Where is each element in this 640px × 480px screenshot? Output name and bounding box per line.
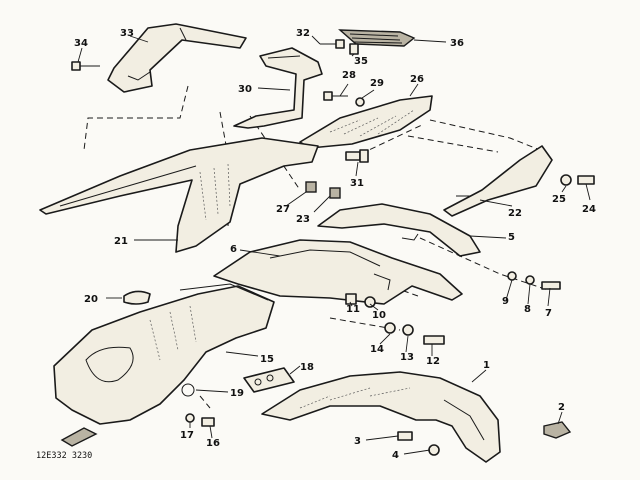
part-number-8: 8 xyxy=(524,304,531,315)
part-number-34: 34 xyxy=(74,38,88,49)
fender-inner-part xyxy=(213,239,463,305)
part-number-5: 5 xyxy=(508,232,515,243)
part-number-9: 9 xyxy=(502,296,509,307)
part-number-33: 33 xyxy=(120,28,134,39)
part-number-15: 15 xyxy=(260,354,274,365)
part-number-35: 35 xyxy=(354,56,368,67)
part-number-19: 19 xyxy=(230,388,244,399)
grab-bar-part xyxy=(107,23,247,93)
part-number-11: 11 xyxy=(346,304,360,315)
part-number-2: 2 xyxy=(558,402,565,413)
part-number-13: 13 xyxy=(400,352,414,363)
part-number-36: 36 xyxy=(450,38,464,49)
part-number-24: 24 xyxy=(582,204,596,215)
part-number-30: 30 xyxy=(238,84,252,95)
part-number-6: 6 xyxy=(230,244,237,255)
part-number-16: 16 xyxy=(206,438,220,449)
side-bracket-part xyxy=(443,145,553,217)
part-number-12: 12 xyxy=(426,356,440,367)
part-number-27: 27 xyxy=(276,204,290,215)
leader-lines xyxy=(77,35,591,455)
mounting-plate-part xyxy=(243,367,295,393)
part-number-4: 4 xyxy=(392,450,399,461)
part-number-29: 29 xyxy=(370,78,384,89)
part-number-22: 22 xyxy=(508,208,522,219)
front-fender-part xyxy=(261,371,501,463)
part-number-21: 21 xyxy=(114,236,128,247)
cap-part xyxy=(123,290,151,305)
rear-fender-main-part xyxy=(53,283,275,425)
part-number-7: 7 xyxy=(545,308,552,319)
part-number-14: 14 xyxy=(370,344,384,355)
part-number-labels: 1 2 3 4 5 6 7 8 9 10 11 12 13 14 15 16 1… xyxy=(36,28,596,461)
rear-fender-upper-part xyxy=(317,203,481,257)
part-number-25: 25 xyxy=(552,194,566,205)
side-cover-upper-part xyxy=(299,95,433,149)
drawing-code: 12E332 3230 xyxy=(36,451,92,461)
plate-part xyxy=(338,29,416,47)
part-number-20: 20 xyxy=(84,294,98,305)
seat-cowl-grab-part xyxy=(233,47,323,129)
part-number-32: 32 xyxy=(296,28,310,39)
part-number-18: 18 xyxy=(300,362,314,373)
fasteners xyxy=(71,39,595,456)
label-tag-part xyxy=(60,427,98,447)
part-number-26: 26 xyxy=(410,74,424,85)
tail-fairing-part xyxy=(39,137,319,253)
clip-part xyxy=(543,421,572,439)
part-number-3: 3 xyxy=(354,436,361,447)
part-number-23: 23 xyxy=(296,214,310,225)
part-number-10: 10 xyxy=(372,310,386,321)
part-number-28: 28 xyxy=(342,70,356,81)
part-number-31: 31 xyxy=(350,178,364,189)
part-number-1: 1 xyxy=(483,360,490,371)
part-number-17: 17 xyxy=(180,430,194,441)
